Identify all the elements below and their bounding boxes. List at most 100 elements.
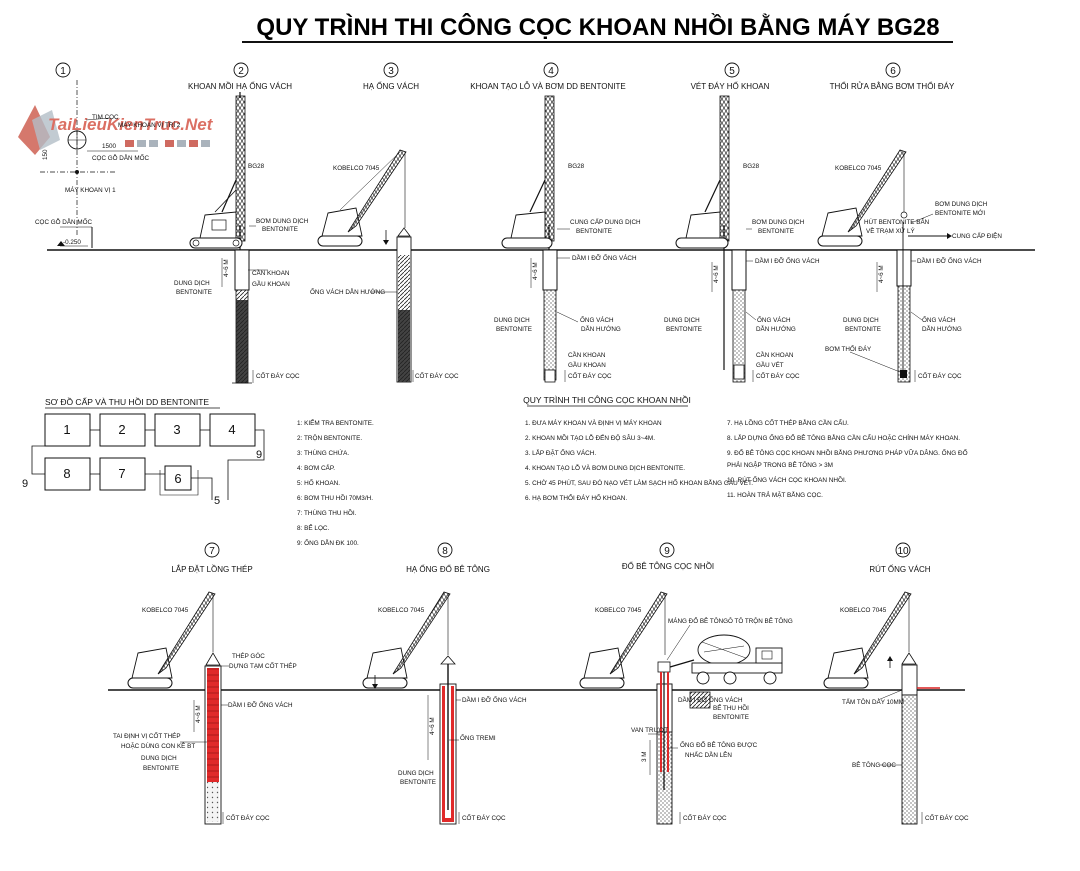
svg-text:9. ĐỔ BÊ TÔNG CỌC KHOAN NHỒI B: 9. ĐỔ BÊ TÔNG CỌC KHOAN NHỒI BẰNG PHƯƠNG…	[727, 447, 968, 457]
svg-text:VỀ TRẠM XỬ LÝ: VỀ TRẠM XỬ LÝ	[866, 225, 915, 235]
stage-5-bottom-cleaning: 5 VÉT ĐÁY HỐ KHOAN BG28 BƠM DUNG DỊCH BE…	[664, 62, 820, 383]
svg-text:DẦM I ĐỠ ỐNG VÁCH: DẦM I ĐỠ ỐNG VÁCH	[917, 255, 982, 265]
svg-text:4. KHOAN TẠO LỖ VÀ BƠM DUNG DỊ: 4. KHOAN TẠO LỖ VÀ BƠM DUNG DỊCH BENTONI…	[525, 463, 685, 472]
svg-text:CỌC GỖ DẪN MỐC: CỌC GỖ DẪN MỐC	[35, 216, 92, 226]
svg-text:2: 2	[118, 422, 125, 437]
stage-6-flushing: 6 THỔI RỬA BẰNG BƠM THỔI ĐÁY KOBELCO 704…	[817, 62, 1002, 383]
stage-7-rebar-cage: 7 LẮP ĐẶT LỒNG THÉP KOBELCO 7045 THÉP GÓ…	[113, 542, 297, 825]
svg-text:2. KHOAN MỒI TẠO LỖ ĐẾN ĐỘ SÂU: 2. KHOAN MỒI TẠO LỖ ĐẾN ĐỘ SÂU 3~4M.	[525, 432, 655, 442]
svg-text:PHẢI NGẬP TRONG BÊ TÔNG > 3M: PHẢI NGẬP TRONG BÊ TÔNG > 3M	[727, 460, 833, 469]
svg-text:1: 1	[60, 66, 66, 77]
svg-text:HẠ ỐNG ĐỔ BÊ TÔNG: HẠ ỐNG ĐỔ BÊ TÔNG	[406, 564, 490, 574]
stage-10-casing-removal: 10 RÚT ỐNG VÁCH KOBELCO 7045 TẤM TÔN DÀY…	[823, 542, 969, 825]
svg-text:ỐNG VÁCH: ỐNG VÁCH	[757, 314, 791, 324]
svg-text:150: 150	[42, 149, 49, 160]
svg-text:HÚT BENTONITE BẨN: HÚT BENTONITE BẨN	[864, 217, 930, 226]
svg-text:GẦU KHOAN: GẦU KHOAN	[568, 359, 606, 369]
svg-text:CỐT ĐÁY CỌC: CỐT ĐÁY CỌC	[925, 812, 969, 822]
svg-text:DẦM I ĐỠ ỐNG VÁCH: DẦM I ĐỠ ỐNG VÁCH	[228, 699, 293, 709]
svg-text:BENTONITE: BENTONITE	[176, 289, 212, 296]
svg-text:NHẤC DẦN LÊN: NHẤC DẦN LÊN	[685, 749, 732, 759]
svg-text:ỐNG ĐỔ BÊ TÔNG ĐƯỢC: ỐNG ĐỔ BÊ TÔNG ĐƯỢC	[680, 739, 758, 749]
svg-text:BENTONITE: BENTONITE	[496, 326, 532, 333]
svg-text:MÁNG ĐỔ BÊ TÔNG: MÁNG ĐỔ BÊ TÔNG	[668, 616, 728, 625]
svg-text:BENTONITE: BENTONITE	[576, 228, 612, 235]
svg-text:BG28: BG28	[568, 163, 585, 170]
svg-text:CỐT ĐÁY CỌC: CỐT ĐÁY CỌC	[226, 812, 270, 822]
svg-text:6. HẠ BƠM THỔI ĐÁY HỐ KHOAN.: 6. HẠ BƠM THỔI ĐÁY HỐ KHOAN.	[525, 492, 627, 502]
svg-text:DUNG DỊCH: DUNG DỊCH	[664, 317, 700, 324]
stage-2-drilling-rig: 2 KHOAN MỒI HẠ ỐNG VÁCH BG28 BƠM DUNG DỊ…	[174, 62, 309, 384]
svg-text:3: 3	[173, 422, 180, 437]
svg-text:9: 9	[664, 546, 670, 557]
svg-text:KHOAN MỒI HẠ ỐNG VÁCH: KHOAN MỒI HẠ ỐNG VÁCH	[188, 81, 292, 91]
svg-text:5: 5	[214, 495, 220, 507]
svg-text:VÉT ĐÁY HỐ KHOAN: VÉT ĐÁY HỐ KHOAN	[691, 81, 770, 91]
rebar-cage	[207, 668, 219, 782]
procedure-steps: QUY TRÌNH THI CÔNG CỌC KHOAN NHỒI 1. ĐƯA…	[523, 394, 967, 502]
svg-text:8: 8	[442, 546, 448, 557]
page-title: QUY TRÌNH THI CÔNG CỌC KHOAN NHỒI BẰNG M…	[256, 13, 939, 41]
svg-text:4~6 M: 4~6 M	[532, 262, 539, 280]
svg-text:BỂ THU HỒI: BỂ THU HỒI	[713, 702, 749, 712]
svg-text:THÉP GÓC: THÉP GÓC	[232, 651, 265, 660]
svg-text:8: BỂ LỌC.: 8: BỂ LỌC.	[297, 523, 330, 532]
svg-text:MÁY KHOAN VỊ TRÍ 2: MÁY KHOAN VỊ TRÍ 2	[118, 120, 181, 129]
bentonite-legend: 1: KIỂM TRA BENTONITE. 2: TRỘN BENTONITE…	[297, 418, 374, 547]
svg-text:BƠM DUNG DỊCH: BƠM DUNG DỊCH	[935, 201, 988, 208]
concrete-mixer-truck	[669, 634, 783, 685]
svg-text:BG28: BG28	[248, 163, 265, 170]
svg-text:BENTONITE: BENTONITE	[400, 779, 436, 786]
svg-text:4: BƠM CẤP.: 4: BƠM CẤP.	[297, 462, 335, 472]
svg-text:RÚT ỐNG VÁCH: RÚT ỐNG VÁCH	[869, 564, 930, 574]
svg-text:LẮP ĐẶT LỒNG THÉP: LẮP ĐẶT LỒNG THÉP	[171, 564, 252, 574]
watermark-blocks	[125, 140, 210, 147]
svg-text:DUNG DỊCH: DUNG DỊCH	[494, 317, 530, 324]
svg-text:Ô TÔ TRỘN BÊ TÔNG: Ô TÔ TRỘN BÊ TÔNG	[728, 616, 793, 625]
svg-text:1500: 1500	[102, 143, 117, 150]
svg-text:TẤM TÔN DÀY 10MM: TẤM TÔN DÀY 10MM	[842, 696, 904, 706]
svg-text:KOBELCO 7045: KOBELCO 7045	[840, 607, 887, 614]
svg-text:7: 7	[118, 466, 125, 481]
svg-text:CUNG CẤP ĐIỆN: CUNG CẤP ĐIỆN	[952, 230, 1002, 240]
svg-text:4~6 M: 4~6 M	[195, 705, 202, 723]
svg-text:3 M: 3 M	[641, 752, 648, 763]
svg-text:KHOAN TẠO LỖ VÀ BƠM DD BENTONI: KHOAN TẠO LỖ VÀ BƠM DD BENTONITE	[470, 82, 625, 91]
svg-text:DUNG DỊCH: DUNG DỊCH	[843, 317, 879, 324]
svg-text:DẪN HƯỚNG: DẪN HƯỚNG	[922, 324, 962, 333]
svg-text:8: 8	[63, 466, 70, 481]
svg-text:BENTONITE: BENTONITE	[845, 326, 881, 333]
stage-9-concrete-pouring: 9 ĐỔ BÊ TÔNG CỌC NHỒI KOBELCO 7045 MÁNG …	[579, 542, 793, 825]
svg-text:CỐT ĐÁY CỌC: CỐT ĐÁY CỌC	[756, 370, 800, 380]
svg-text:7. HẠ LỒNG CỐT THÉP BẰNG CẦN C: 7. HẠ LỒNG CỐT THÉP BẰNG CẦN CẨU.	[727, 417, 849, 427]
svg-text:3: 3	[388, 66, 394, 77]
svg-text:DẪN HƯỚNG: DẪN HƯỚNG	[756, 324, 796, 333]
svg-text:8. LẮP DỰNG ỐNG ĐỔ BÊ TÔNG BẰN: 8. LẮP DỰNG ỐNG ĐỔ BÊ TÔNG BẰNG CẦN CẨU …	[727, 432, 960, 442]
bentonite-flow-diagram: SƠ ĐỒ CẤP VÀ THU HỒI DD BENTONITE 1 2 3 …	[22, 396, 265, 507]
svg-text:10. RÚT ỐNG VÁCH CỌC KHOAN NHỒ: 10. RÚT ỐNG VÁCH CỌC KHOAN NHỒI.	[727, 474, 847, 484]
svg-text:KOBELCO 7045: KOBELCO 7045	[378, 607, 425, 614]
svg-text:HẠ ỐNG VÁCH: HẠ ỐNG VÁCH	[363, 81, 419, 91]
svg-text:BENTONITE: BENTONITE	[713, 714, 749, 721]
svg-text:ỐNG TREMI: ỐNG TREMI	[460, 732, 496, 742]
svg-text:5: HỐ KHOAN.: 5: HỐ KHOAN.	[297, 477, 340, 487]
svg-text:CẦN KHOAN: CẦN KHOAN	[252, 267, 290, 277]
svg-text:KOBELCO 7045: KOBELCO 7045	[835, 165, 882, 172]
svg-text:CUNG CẤP DUNG DỊCH: CUNG CẤP DUNG DỊCH	[570, 216, 641, 226]
svg-text:BƠM THỔI ĐÁY: BƠM THỔI ĐÁY	[825, 344, 872, 353]
svg-text:BÊ TÔNG CỌC: BÊ TÔNG CỌC	[852, 760, 896, 769]
svg-text:4: 4	[548, 66, 554, 77]
svg-text:DẪN HƯỚNG: DẪN HƯỚNG	[581, 324, 621, 333]
svg-text:BƠM DUNG DỊCH: BƠM DUNG DỊCH	[256, 218, 309, 225]
stage-1-layout: 1 TIM CỌC MÁY KHOAN VỊ TRÍ 2 1500 150 CỌ…	[35, 62, 181, 248]
svg-text:9: 9	[22, 478, 28, 490]
svg-text:1. ĐƯA MÁY KHOAN VÀ ĐỊNH VỊ MÁ: 1. ĐƯA MÁY KHOAN VÀ ĐỊNH VỊ MÁY KHOAN	[525, 418, 662, 427]
svg-text:BENTONITE: BENTONITE	[262, 226, 298, 233]
svg-text:DUNG DỊCH: DUNG DỊCH	[174, 280, 210, 287]
svg-text:-0.250: -0.250	[63, 239, 81, 246]
svg-text:4~6 M: 4~6 M	[223, 259, 230, 277]
svg-text:5. CHỜ 45 PHÚT, SAU ĐÓ NẠO VÉT: 5. CHỜ 45 PHÚT, SAU ĐÓ NẠO VÉT LÀM SẠCH …	[525, 477, 753, 487]
svg-text:DẦM I ĐỠ ỐNG VÁCH: DẦM I ĐỠ ỐNG VÁCH	[572, 252, 637, 262]
svg-text:10: 10	[897, 546, 909, 557]
